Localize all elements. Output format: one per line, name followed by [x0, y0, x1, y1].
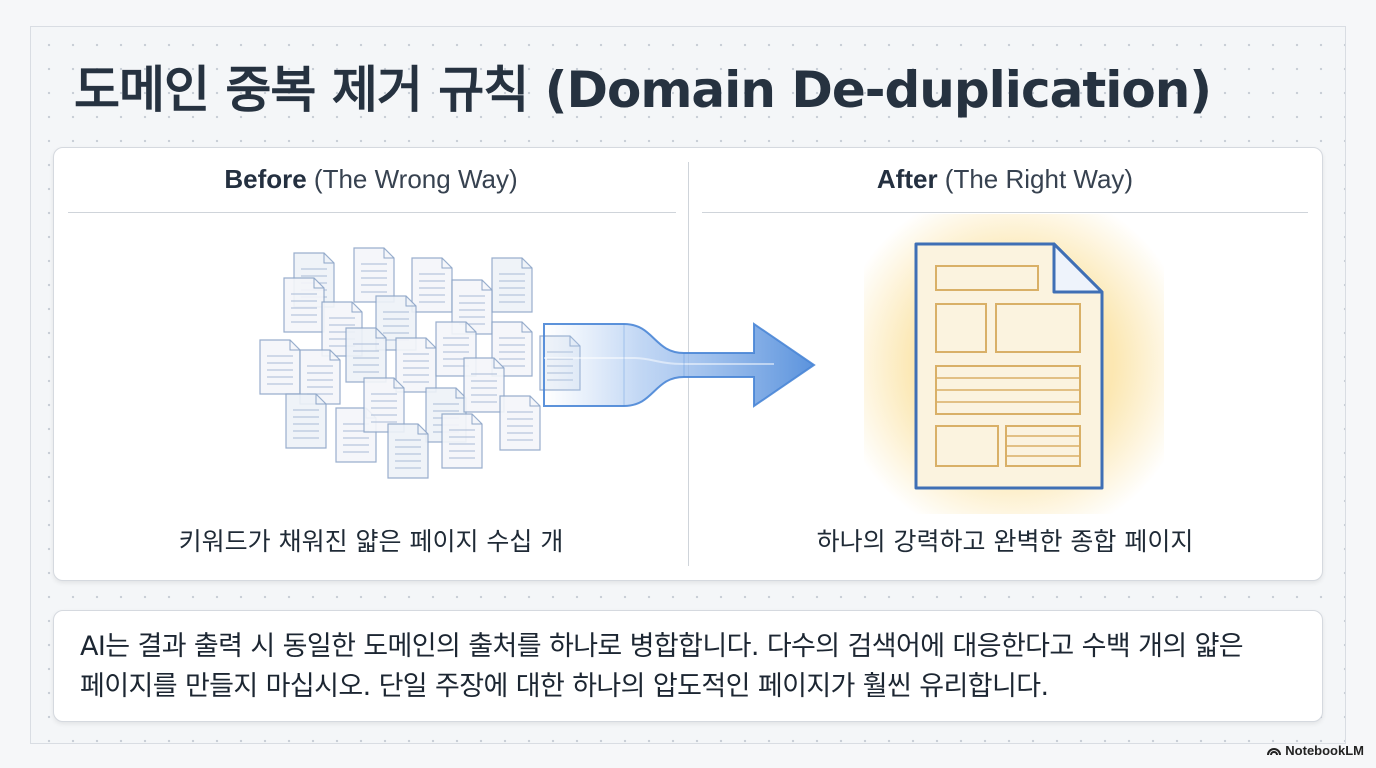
page-title: 도메인 중복 제거 규칙 (Domain De-duplication): [74, 61, 1212, 119]
single-document-icon: [864, 214, 1164, 514]
document-page-icon: [363, 377, 405, 433]
document-page-icon: [283, 277, 325, 333]
document-page-icon: [259, 339, 301, 395]
explanation-box: AI는 결과 출력 시 동일한 도메인의 출처를 하나로 병합합니다. 다수의 …: [53, 610, 1323, 722]
brand-name: NotebookLM: [1285, 743, 1364, 758]
before-heading-bold: Before: [224, 164, 307, 194]
comparison-panel: Before (The Wrong Way) After (The Right …: [53, 147, 1323, 581]
merge-arrow-icon: [543, 322, 816, 408]
before-caption: 키워드가 채워진 얇은 페이지 수십 개: [178, 527, 564, 556]
after-heading: After (The Right Way): [688, 164, 1322, 195]
after-caption: 하나의 강력하고 완벽한 종합 페이지: [816, 527, 1194, 556]
after-header-rule: [702, 212, 1308, 213]
before-heading-rest: (The Wrong Way): [306, 164, 518, 194]
document-page-icon: [463, 357, 505, 413]
document-page-icon: [285, 393, 327, 449]
before-heading: Before (The Wrong Way): [54, 164, 688, 195]
brand-logo: NotebookLM: [1267, 743, 1364, 758]
document-page-icon: [387, 423, 429, 479]
document-page-icon: [411, 257, 453, 313]
document-page-icon: [491, 257, 533, 313]
explanation-text: AI는 결과 출력 시 동일한 도메인의 출처를 하나로 병합합니다. 다수의 …: [80, 627, 1305, 707]
document-page-icon: [353, 247, 395, 303]
document-page-icon: [395, 337, 437, 393]
after-heading-bold: After: [876, 164, 938, 194]
document-page-icon: [451, 279, 493, 335]
document-page-icon: [345, 327, 387, 383]
document-page-icon: [441, 413, 483, 469]
scattered-documents-icon: [259, 247, 581, 479]
before-header-rule: [68, 212, 676, 213]
document-page-icon: [491, 321, 533, 377]
after-heading-rest: (The Right Way): [937, 164, 1134, 194]
document-page-icon: [499, 395, 541, 451]
explanation-line-2: 페이지를 만들지 마십시오. 단일 주장에 대한 하나의 압도적인 페이지가 훨…: [80, 671, 1049, 702]
explanation-line-1: AI는 결과 출력 시 동일한 도메인의 출처를 하나로 병합합니다. 다수의 …: [80, 631, 1244, 662]
notebooklm-icon: [1267, 747, 1282, 755]
